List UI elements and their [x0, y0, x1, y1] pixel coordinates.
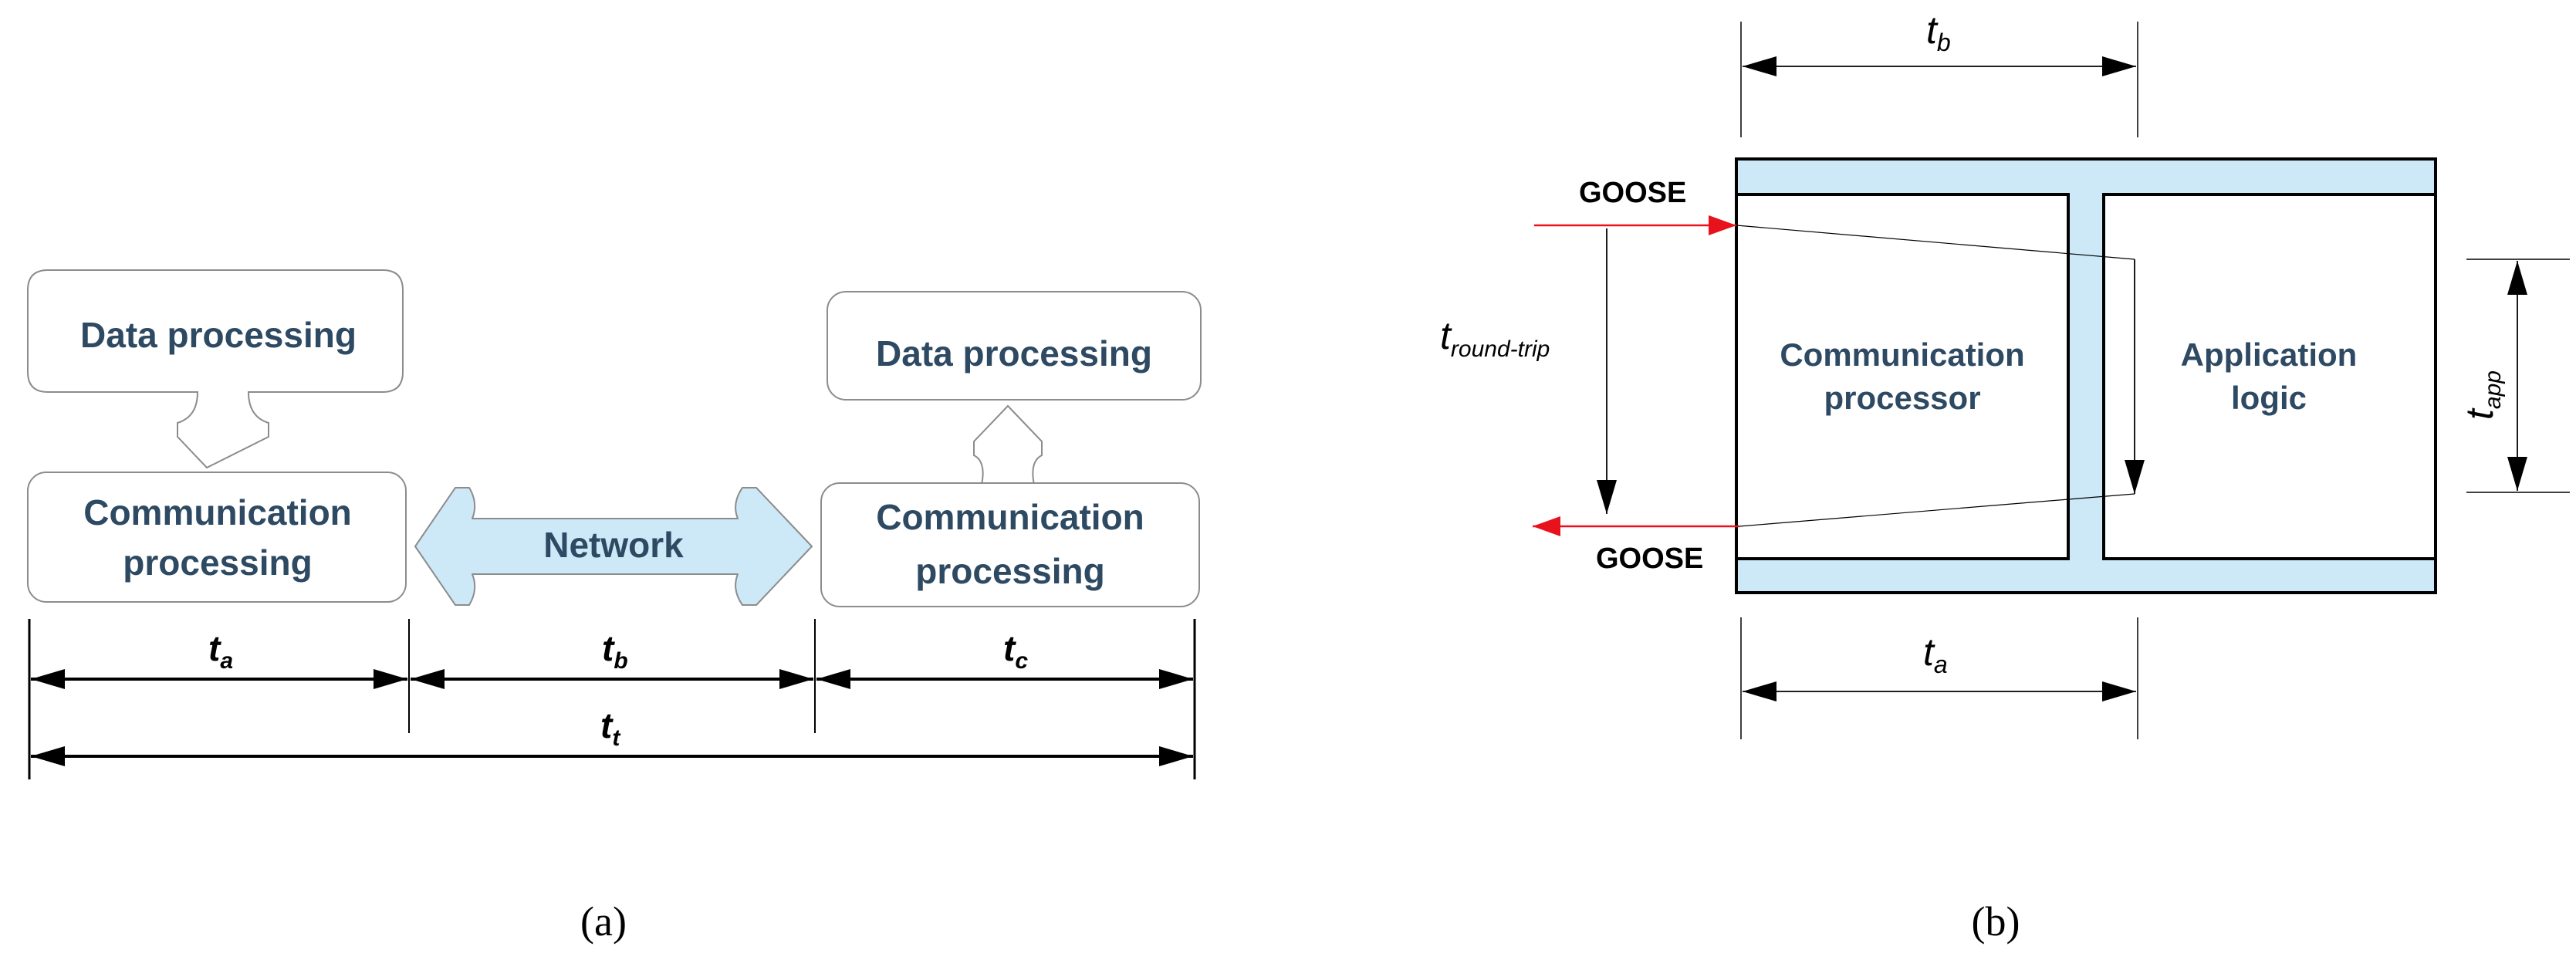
application-logic-label-line2: logic: [2231, 380, 2307, 416]
label-t-round-trip: tround-trip: [1440, 314, 1550, 362]
network-label: Network: [543, 525, 684, 565]
label-t-app: tapp: [2458, 370, 2506, 420]
communication-processor-box: [1735, 193, 2070, 560]
left-communication-label-line1: Communication: [83, 492, 352, 532]
right-data-processing-box: [827, 291, 1202, 401]
left-data-processing-box: [27, 269, 404, 469]
label-t-b: tb: [602, 628, 628, 674]
panel-a: Data processing Communication processing…: [27, 269, 1202, 945]
label-t-c: tc: [1003, 628, 1028, 674]
communication-processor-label-line2: processor: [1824, 380, 1980, 416]
application-logic-box: [2102, 193, 2437, 560]
left-communication-label-line2: processing: [123, 543, 312, 583]
label-t-a: ta: [208, 628, 233, 674]
label-t-a-bottom: ta: [1923, 630, 1948, 678]
signal-path: [1736, 225, 2135, 260]
goose-in-label: GOOSE: [1579, 177, 1686, 209]
up-callout-arrow-icon: [973, 404, 1043, 485]
left-communication-processing-box: [27, 472, 407, 603]
left-data-processing-label: Data processing: [80, 315, 357, 355]
label-t-t: tt: [600, 705, 621, 751]
signal-return-path: [1739, 493, 2135, 527]
application-logic-label-line1: Application: [2181, 336, 2358, 373]
right-communication-label-line1: Communication: [876, 497, 1144, 537]
panel-b: tb Communication processor Application l…: [1440, 8, 2570, 945]
goose-out-label: GOOSE: [1596, 543, 1703, 575]
communication-processor-label-line1: Communication: [1780, 336, 2024, 373]
right-communication-label-line2: processing: [915, 551, 1104, 591]
double-headed-arrow-icon: [414, 487, 813, 606]
caption-b: (b): [1972, 898, 2020, 945]
caption-a: (a): [580, 898, 627, 945]
right-data-processing-label: Data processing: [876, 333, 1152, 374]
right-communication-processing-box: [820, 482, 1200, 607]
label-t-b-top: tb: [1926, 8, 1951, 56]
